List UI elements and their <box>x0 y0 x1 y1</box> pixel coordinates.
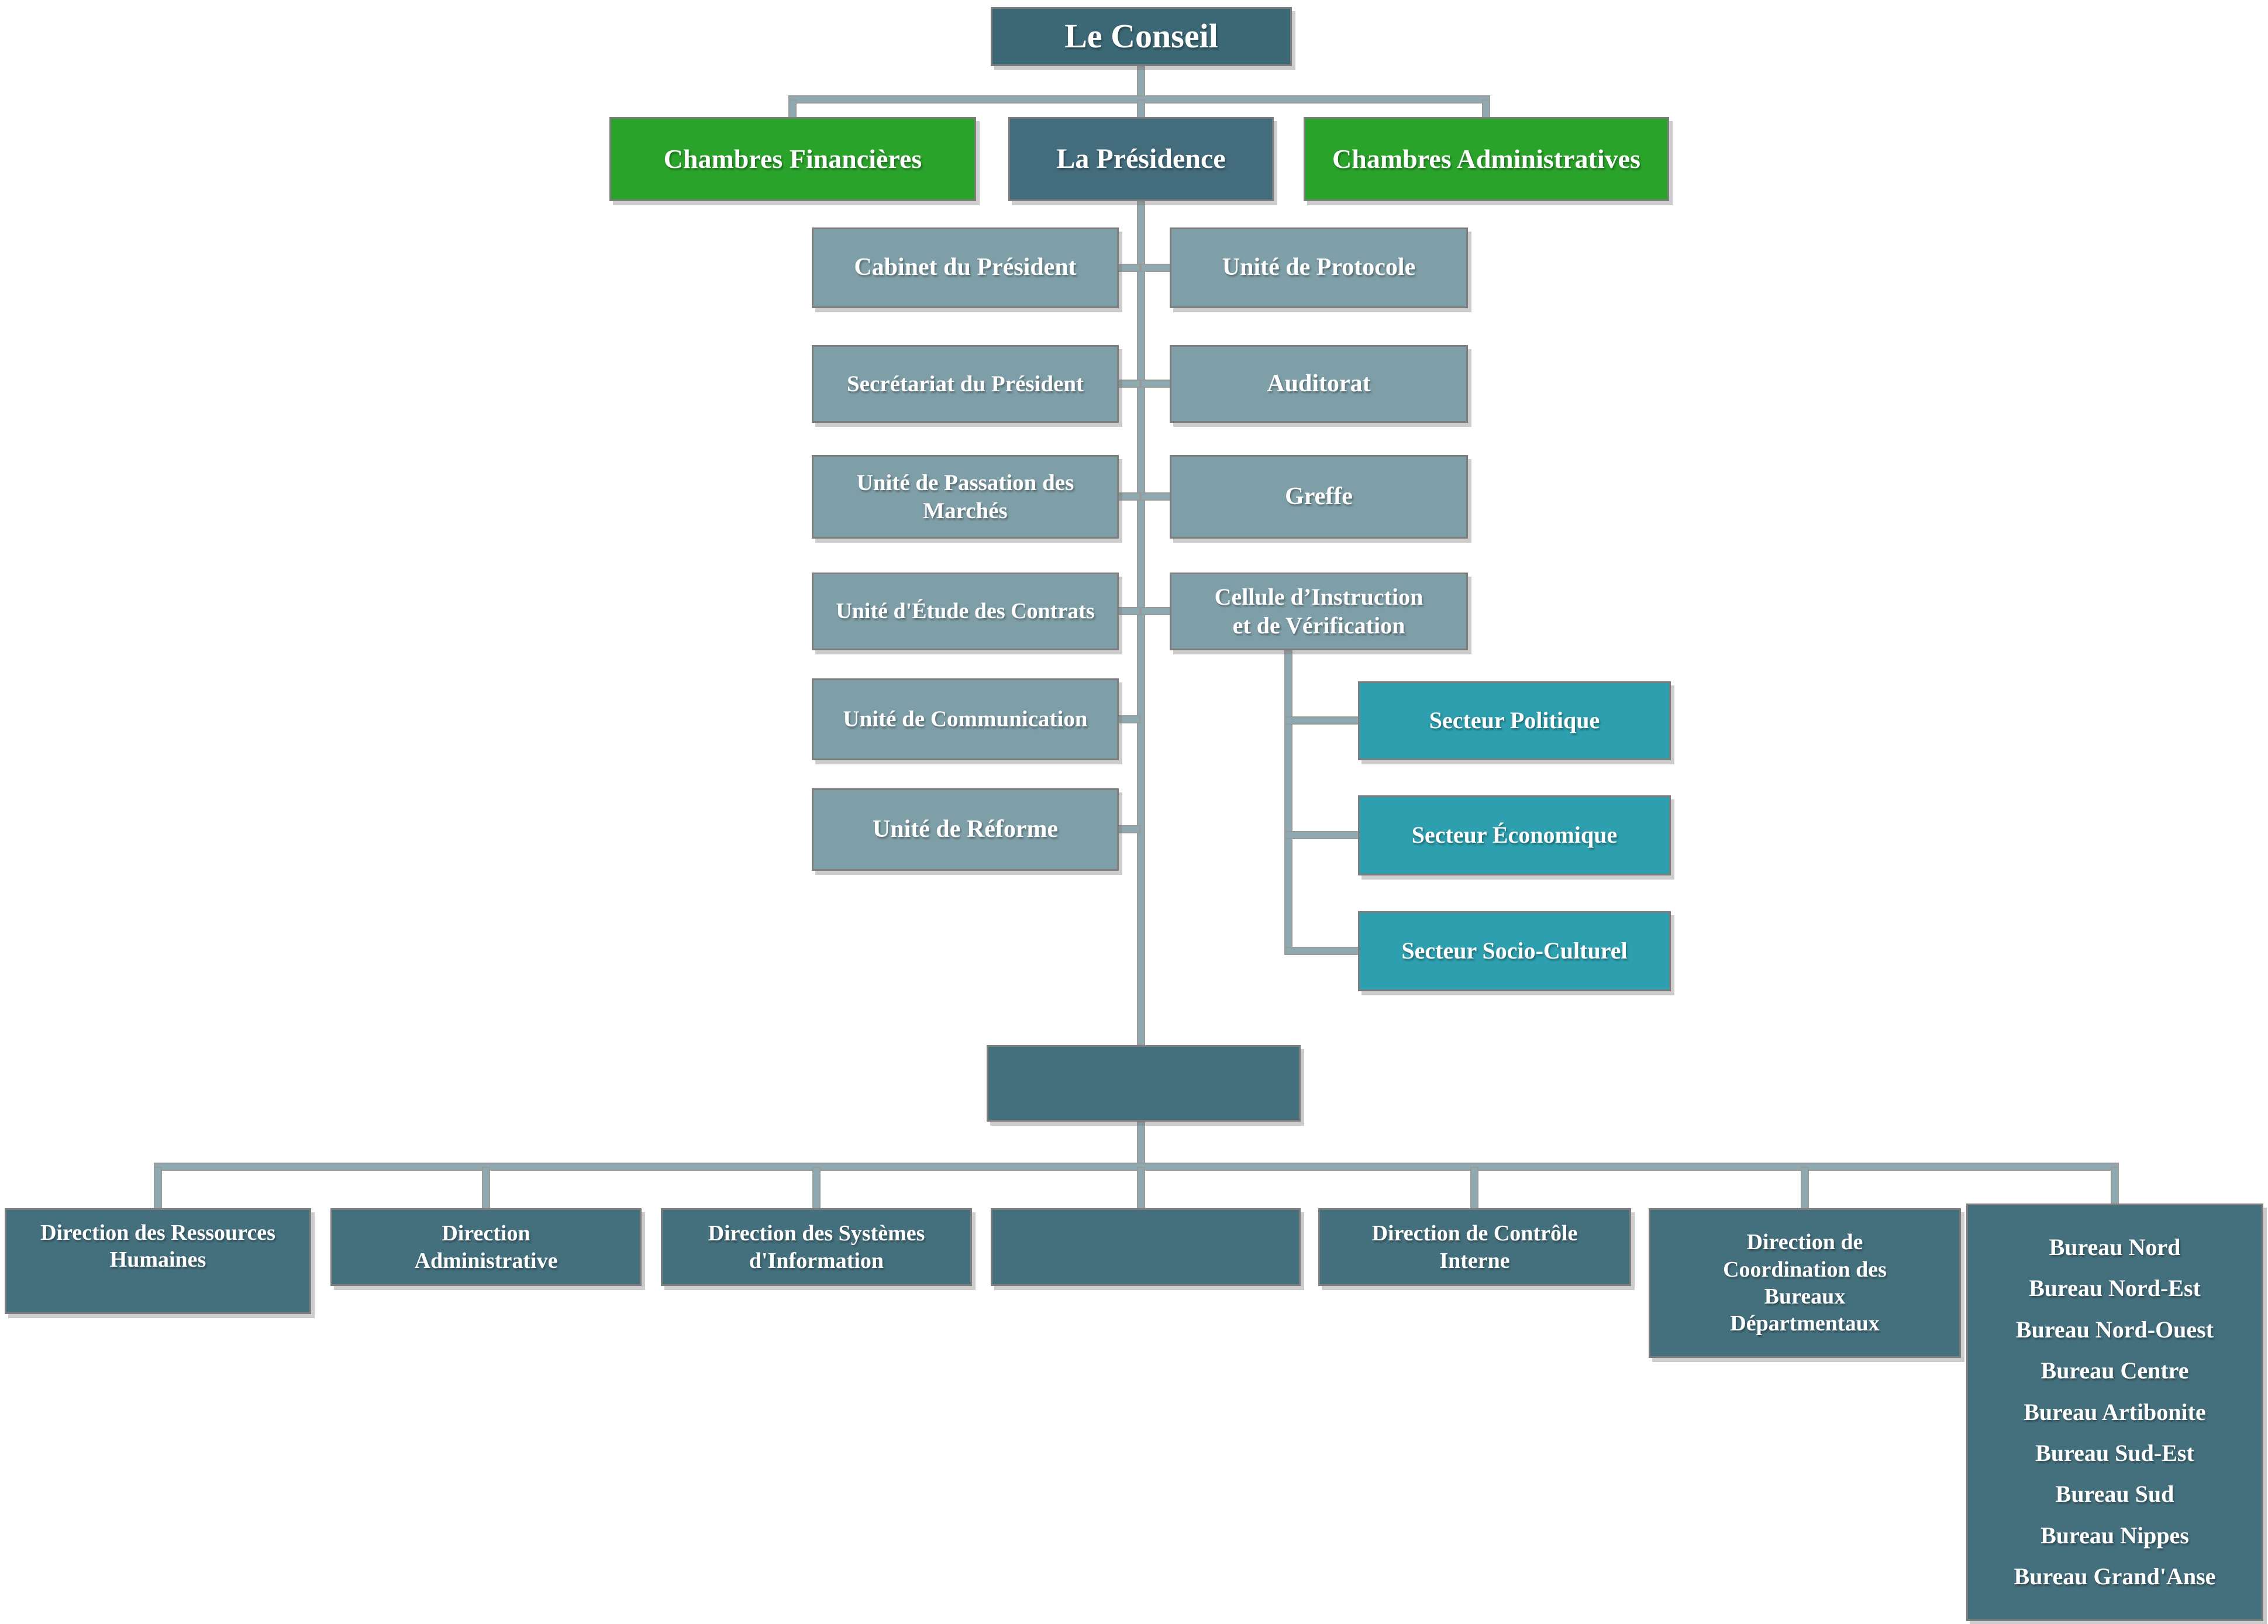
bureaux-departementaux-box: Bureau Nord Bureau Nord-Est Bureau Nord-… <box>1966 1204 2263 1621</box>
bureau-sud-est: Bureau Sud-Est <box>2035 1440 2194 1467</box>
connector-stub-reforme <box>1116 825 1140 833</box>
connector-stub-secteur-economique <box>1284 831 1360 839</box>
connector-stub-etude <box>1116 607 1140 615</box>
unit-reforme-box: Unité de Réforme <box>812 788 1119 871</box>
bureau-centre: Bureau Centre <box>2040 1357 2189 1384</box>
unit-cellule-instruction-box: Cellule d’Instruction et de Vérification <box>1170 573 1468 650</box>
secteur-socio-culturel-box: Secteur Socio-Culturel <box>1358 911 1671 991</box>
connector-stub-greffe <box>1140 492 1172 501</box>
bureau-nord-est: Bureau Nord-Est <box>2029 1275 2201 1302</box>
connector-stub-passation <box>1116 492 1140 501</box>
connector-drop-bureaux <box>2111 1167 2119 1206</box>
connector-drop-chambres-administratives <box>1482 99 1490 119</box>
direction-systemes-information-box: Direction des Systèmes d'Information <box>661 1208 972 1286</box>
connector-drop-drh <box>154 1167 162 1211</box>
unit-protocole-box: Unité de Protocole <box>1170 227 1468 308</box>
connector-drop-controle <box>1470 1167 1478 1211</box>
connector-stub-secretariat <box>1116 380 1140 388</box>
unit-greffe-box: Greffe <box>1170 455 1468 539</box>
unit-cabinet-president-box: Cabinet du Président <box>812 227 1119 308</box>
bureau-nord: Bureau Nord <box>2049 1233 2181 1260</box>
bureau-sud: Bureau Sud <box>2055 1481 2174 1508</box>
connector-stub-secteur-socio <box>1284 947 1360 955</box>
org-root-box: Le Conseil <box>991 7 1292 66</box>
connector-stub-cabinet <box>1116 264 1140 272</box>
chambres-financieres-box: Chambres Financières <box>609 117 976 201</box>
connector-stub-auditorat <box>1140 380 1172 388</box>
bureau-grand-anse: Bureau Grand'Anse <box>2014 1563 2216 1590</box>
middle-connector-box <box>987 1045 1301 1122</box>
unit-etude-contrats-box: Unité d'Étude des Contrats <box>812 573 1119 650</box>
connector-stub-protocole <box>1140 264 1172 272</box>
connector-drop-chambres-financieres <box>788 99 797 119</box>
bureau-artibonite: Bureau Artibonite <box>2024 1398 2206 1425</box>
chambres-administratives-box: Chambres Administratives <box>1304 117 1669 201</box>
connector-drop-presidence <box>1137 99 1145 119</box>
connector-main-trunk <box>1137 201 1145 1045</box>
unit-communication-box: Unité de Communication <box>812 678 1119 760</box>
direction-coordination-bureaux-box: Direction de Coordination des Bureaux Dé… <box>1649 1208 1961 1358</box>
presidence-box: La Présidence <box>1008 117 1274 201</box>
direction-unlabeled-box <box>991 1208 1301 1286</box>
connector-drop-coordination <box>1801 1167 1809 1211</box>
unit-passation-marches-box: Unité de Passation des Marchés <box>812 455 1119 539</box>
secteur-economique-box: Secteur Économique <box>1358 795 1671 875</box>
connector-stub-cellule <box>1140 607 1172 615</box>
connector-drop-administrative <box>482 1167 490 1211</box>
connector-stub-communication <box>1116 715 1140 723</box>
connector-bottom-rail <box>154 1163 2119 1171</box>
unit-secretariat-president-box: Secrétariat du Président <box>812 345 1119 423</box>
unit-auditorat-box: Auditorat <box>1170 345 1468 423</box>
connector-drop-systemes <box>812 1167 821 1211</box>
direction-ressources-humaines-box: Direction des Ressources Humaines <box>5 1208 311 1314</box>
bureau-nord-ouest: Bureau Nord-Ouest <box>2015 1316 2214 1343</box>
connector-cellule-drop <box>1284 650 1292 955</box>
direction-controle-interne-box: Direction de Contrôle Interne <box>1318 1208 1631 1286</box>
direction-administrative-box: Direction Administrative <box>330 1208 642 1286</box>
bureau-nippes: Bureau Nippes <box>2040 1522 2189 1549</box>
connector-drop-middle <box>1137 1167 1145 1211</box>
connector-stub-secteur-politique <box>1284 716 1360 725</box>
secteur-politique-box: Secteur Politique <box>1358 681 1671 760</box>
